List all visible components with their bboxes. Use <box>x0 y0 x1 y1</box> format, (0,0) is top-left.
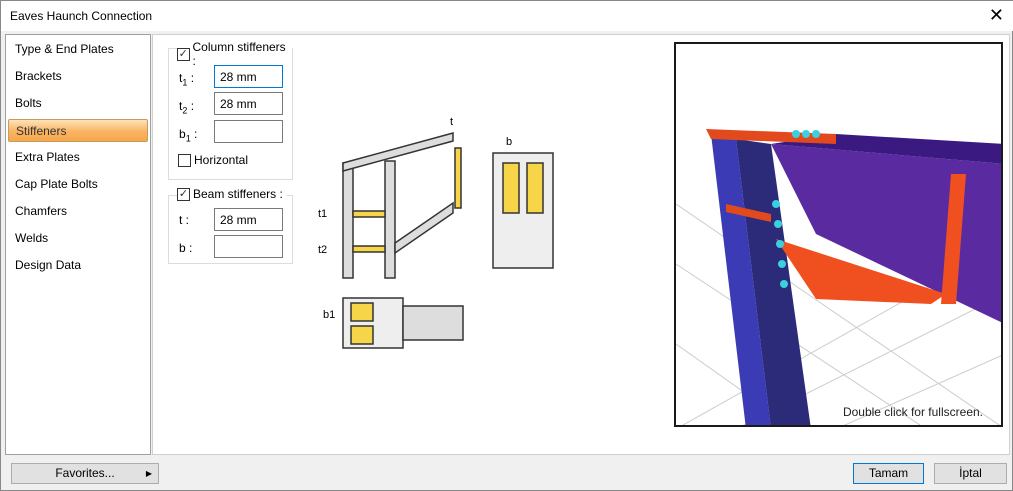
sidebar-item-stiffeners[interactable]: Stiffeners <box>8 119 148 142</box>
horizontal-checkbox[interactable] <box>178 153 191 167</box>
diagram-t-label: t <box>450 116 453 128</box>
3d-model <box>676 129 1001 425</box>
b1-label: b1 : <box>179 127 198 144</box>
t2-label: t2 : <box>179 99 195 116</box>
sidebar-item-chamfers[interactable]: Chamfers <box>15 204 68 218</box>
title-bar: Eaves Haunch Connection ✕ <box>1 1 1013 31</box>
sidebar-item-extra-plates[interactable]: Extra Plates <box>15 150 80 164</box>
diagram-b1-label: b1 <box>323 309 335 321</box>
diagram-t2-label: t2 <box>318 244 327 256</box>
close-icon[interactable]: ✕ <box>988 5 1004 25</box>
diagram-b-label: b <box>506 136 512 148</box>
t1-input[interactable]: 28 mm <box>214 65 283 88</box>
beam-stiffeners-checkbox[interactable]: ✓ <box>177 187 190 201</box>
sidebar-item-bolts[interactable]: Bolts <box>15 96 42 110</box>
sidebar-item-design-data[interactable]: Design Data <box>15 258 82 272</box>
sidebar-item-type-end-plates[interactable]: Type & End Plates <box>15 42 114 56</box>
sidebar-item-welds[interactable]: Welds <box>15 231 49 245</box>
t1-label: t1 : <box>179 71 195 88</box>
ok-button[interactable]: Tamam <box>853 463 924 484</box>
beam-b-input[interactable] <box>214 235 283 258</box>
cancel-button[interactable]: İptal <box>934 463 1007 484</box>
horizontal-label: Horizontal <box>194 153 249 167</box>
favorites-button[interactable]: Favorites...▶ <box>11 463 159 484</box>
sidebar: Type & End Plates Brackets Bolts Stiffen… <box>5 34 151 455</box>
beam-stiffeners-label: Beam stiffeners : <box>193 187 283 201</box>
window-title: Eaves Haunch Connection <box>10 9 153 23</box>
sidebar-item-cap-plate-bolts[interactable]: Cap Plate Bolts <box>15 177 98 191</box>
column-stiffeners-label: Column stiffeners : <box>192 40 286 68</box>
t2-input[interactable]: 28 mm <box>214 92 283 115</box>
column-stiffeners-checkbox[interactable]: ✓ <box>177 47 190 61</box>
diagram-t1-label: t1 <box>318 208 327 220</box>
triangle-right-icon: ▶ <box>145 469 152 478</box>
beam-t-input[interactable]: 28 mm <box>214 208 283 231</box>
beam-t-label: t : <box>179 213 190 227</box>
beam-stiffeners-group: ✓ Beam stiffeners : t : 28 mm b : <box>168 187 293 264</box>
sidebar-item-brackets[interactable]: Brackets <box>15 69 62 83</box>
beam-b-label: b : <box>179 241 193 255</box>
column-stiffeners-group: ✓ Column stiffeners : t1 : 28 mm t2 : 28… <box>168 40 293 180</box>
3d-view[interactable]: Double click for fullscreen. <box>674 42 1003 427</box>
fullscreen-hint: Double click for fullscreen. <box>842 405 983 419</box>
stiffener-diagram: t b t1 t2 b1 <box>318 116 554 349</box>
main-panel: ✓ Column stiffeners : t1 : 28 mm t2 : 28… <box>152 34 1010 455</box>
b1-input[interactable] <box>214 120 283 143</box>
